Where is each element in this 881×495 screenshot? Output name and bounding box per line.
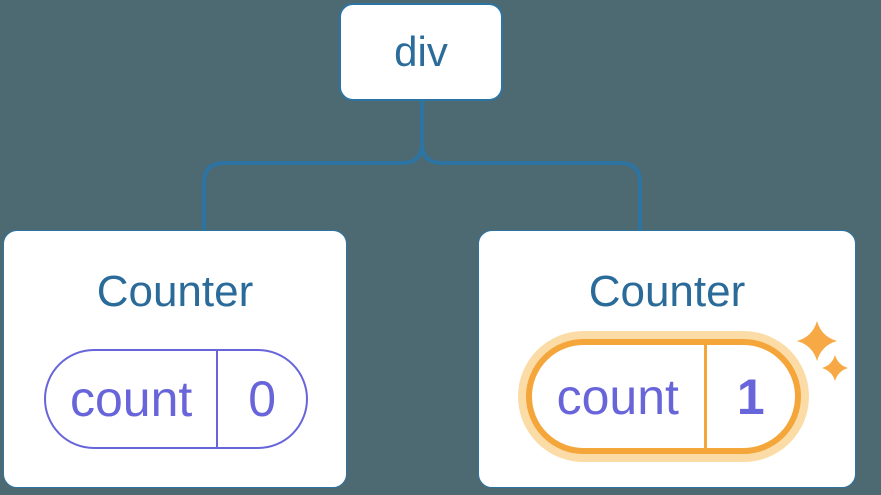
counter-title: Counter [96,267,254,316]
state-label: count [69,371,193,427]
root-node-label: div [394,28,448,75]
state-pill-label-cell: count [532,345,707,448]
connector-left-branch [202,101,424,230]
state-pill-value-cell: 1 [707,345,795,448]
counter-card-left: Counter count 0 [3,230,347,488]
state-pill-right-highlighted: count 1 [526,339,801,454]
state-value: 1 [736,368,765,425]
state-pill-left: count 0 [44,349,308,449]
state-pill-value-cell: 0 [218,351,306,447]
state-value: 0 [248,371,277,427]
counter-title: Counter [588,267,746,316]
root-node-div: div [339,3,503,101]
state-label: count [556,368,679,425]
state-pill-label-cell: count [46,351,219,447]
connector-right-branch [420,101,642,230]
counter-card-right: Counter count 1 [478,230,856,488]
